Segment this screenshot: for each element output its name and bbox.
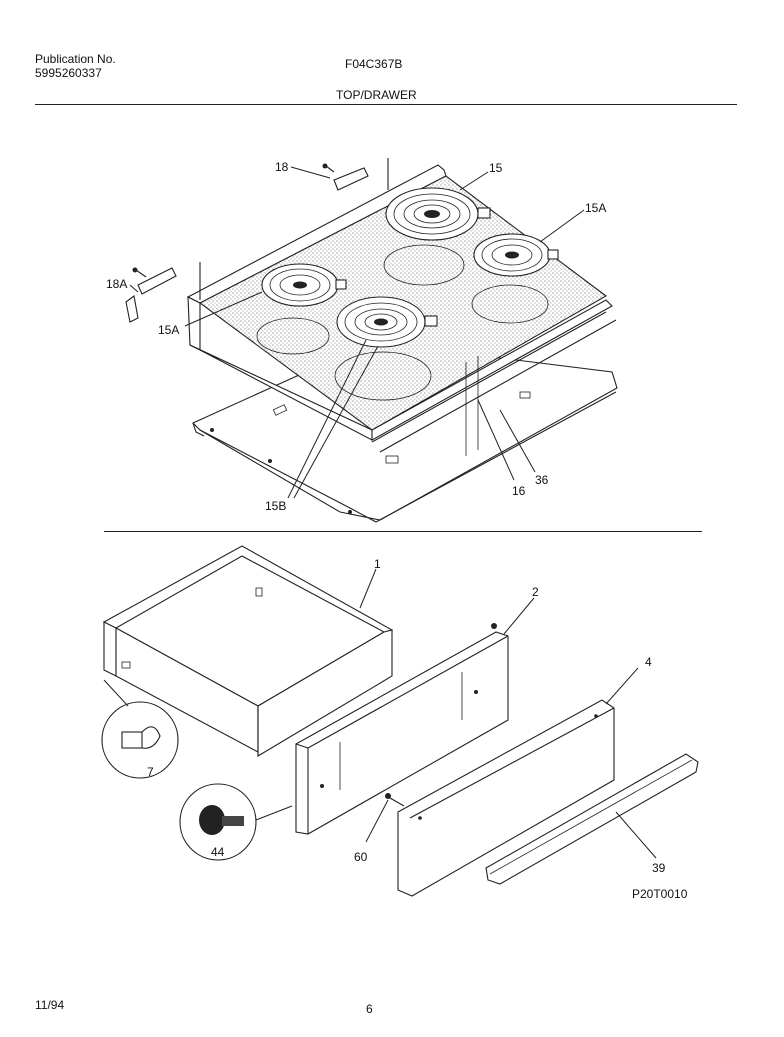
callout-7: 7 [147,765,154,779]
screw-60 [385,793,405,807]
drawer-body-1 [102,545,394,757]
callout-16: 16 [512,484,526,498]
trim-16 [371,311,607,443]
callout-44: 44 [211,845,225,859]
cooktop-frame [186,158,613,441]
header-rule [35,104,737,105]
publication-label: Publication No. [35,52,116,66]
section-divider [104,531,702,532]
footer-date: 11/94 [35,998,65,1012]
drawer-handle-39 [485,753,699,885]
burner-element-15a-right [473,233,559,277]
callout-39: 39 [652,861,666,875]
callout-18a: 18A [106,277,128,291]
drawer-panel-4 [397,699,615,897]
drawer-front-panel-2 [295,623,509,835]
leader-lines-drawer [359,568,657,859]
burner-element-15 [385,187,491,241]
callout-15a-left: 15A [158,323,180,337]
callout-15a-right: 15A [585,201,607,215]
trim-36 [379,319,617,453]
callout-4: 4 [645,655,652,669]
page-number: 6 [366,1002,373,1016]
callout-15b: 15B [265,499,287,513]
bracket-18a [125,267,177,323]
section-title: TOP/DRAWER [336,88,417,102]
callout-36: 36 [535,473,549,487]
detail-bubble-44 [179,783,293,861]
publication-number: 5995260337 [35,66,102,80]
leader-lines-top [129,166,585,499]
callout-1: 1 [374,557,381,571]
callout-2: 2 [532,585,539,599]
detail-bubble-7 [101,679,179,779]
figure-code: P20T0010 [632,887,688,901]
callout-15: 15 [489,161,503,175]
model-number: F04C367B [345,57,403,71]
burner-element-15a-left [261,263,347,307]
callout-60: 60 [354,850,368,864]
callout-18-top: 18 [275,160,289,174]
burner-element-15b [336,296,438,348]
bracket-18 [322,163,369,191]
